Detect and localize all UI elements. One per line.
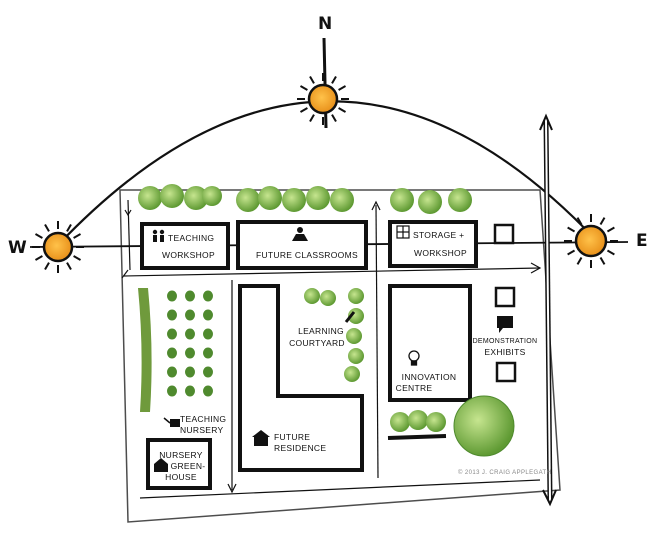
nursery-plant xyxy=(167,309,177,321)
sun-ray xyxy=(338,85,347,91)
teaching-nursery-label-2: NURSERY xyxy=(180,425,224,435)
innovation-centre-label-2: CENTRE xyxy=(395,383,433,393)
learning-courtyard-label-2: COURTYARD xyxy=(289,338,345,348)
planter-edge xyxy=(387,434,447,440)
nursery-plant xyxy=(167,290,177,302)
teacher-icon xyxy=(292,227,308,241)
nursery-plant xyxy=(185,290,195,302)
nursery-plant xyxy=(203,328,213,340)
copyright-notice: © 2013 J. CRAIG APPLEGATH xyxy=(458,470,552,476)
sun-ray xyxy=(606,249,615,256)
pencil-icon xyxy=(344,311,356,323)
sun-ray xyxy=(576,217,583,226)
lightbulb-icon xyxy=(408,350,420,366)
nursery-plant xyxy=(185,309,195,321)
north-tree-row xyxy=(138,184,472,214)
nursery-plant xyxy=(203,290,213,302)
demonstration-exhibit-1 xyxy=(494,286,516,308)
sun-ray xyxy=(599,217,606,226)
nursery-greenhouse-label-3: HOUSE xyxy=(165,472,197,482)
sun-ray xyxy=(44,262,50,271)
sun-ray xyxy=(34,233,43,239)
nursery-plant xyxy=(167,328,177,340)
nursery-plant xyxy=(203,309,213,321)
sun-ray xyxy=(599,256,606,265)
storage-label-1: STORAGE + xyxy=(413,230,465,240)
arrow-icon xyxy=(539,113,557,507)
storage-workshop-building xyxy=(388,220,478,268)
sun-ray xyxy=(309,75,315,84)
teaching-workshop-label-2: WORKSHOP xyxy=(162,250,215,260)
demonstration-exhibit-2 xyxy=(495,361,517,383)
sun-ray xyxy=(73,255,82,261)
circulation-paths xyxy=(121,199,542,499)
nursery-plant xyxy=(185,328,195,340)
nursery-greenhouse-label-2: GREEN- xyxy=(170,461,206,471)
innovation-centre-label-1: INNOVATION xyxy=(401,372,457,382)
house-icon xyxy=(154,458,168,472)
sun-ray xyxy=(606,226,615,233)
sun-icon xyxy=(297,73,349,125)
sun-ray xyxy=(73,233,82,239)
watering-can-icon xyxy=(163,417,180,427)
sun-ray xyxy=(44,223,50,232)
demonstration-label-2: EXHIBITS xyxy=(484,347,526,357)
nursery-plant-grid xyxy=(167,290,213,397)
future-residence-label-1: FUTURE xyxy=(274,432,311,442)
courtyard-shrubs xyxy=(304,288,364,382)
sun-ray xyxy=(34,255,43,261)
nursery-plant xyxy=(203,385,213,397)
teaching-nursery-label-1: TEACHING xyxy=(180,414,227,424)
sun-ray xyxy=(309,114,315,123)
shelves-icon xyxy=(396,225,410,239)
future-classrooms-building xyxy=(236,220,368,270)
nursery-plant xyxy=(167,385,177,397)
nursery-plant xyxy=(167,347,177,359)
teaching-workshop-label-1: TEACHING xyxy=(168,233,215,243)
future-classrooms-label: FUTURE CLASSROOMS xyxy=(256,250,358,260)
nursery-hedge xyxy=(138,288,152,412)
future-residence-label-2: RESIDENCE xyxy=(274,443,327,453)
small-structure xyxy=(493,223,515,245)
west-label: W xyxy=(8,238,27,258)
people-icon xyxy=(152,229,165,242)
sun-ray xyxy=(331,114,337,123)
east-label: E xyxy=(636,231,648,251)
sun-ray xyxy=(66,262,72,271)
south-east-trees xyxy=(390,395,515,457)
nursery-plant xyxy=(203,347,213,359)
sun-icon xyxy=(564,214,618,268)
sun-ray xyxy=(338,107,347,113)
nursery-plant xyxy=(203,366,213,378)
future-residence-building xyxy=(238,284,364,472)
sun-ray xyxy=(576,256,583,265)
sun-icon xyxy=(32,221,84,273)
north-axis xyxy=(322,37,328,129)
innovation-centre-building xyxy=(388,284,472,402)
residence-icon xyxy=(252,430,270,446)
speech-bubble-icon xyxy=(497,316,513,333)
sun-ray xyxy=(299,107,308,113)
nursery-plant xyxy=(185,366,195,378)
sun-ray xyxy=(66,223,72,232)
sun-ray xyxy=(299,85,308,91)
storage-label-2: WORKSHOP xyxy=(414,248,467,258)
learning-courtyard-label-1: LEARNING xyxy=(298,326,344,336)
north-label: N xyxy=(318,14,333,34)
sun-ray xyxy=(567,249,576,256)
demonstration-label-1: DEMONSTRATION xyxy=(472,338,538,345)
nursery-plant xyxy=(167,366,177,378)
sun-ray xyxy=(567,226,576,233)
sun-ray xyxy=(331,75,337,84)
nursery-plant xyxy=(185,385,195,397)
nursery-plant xyxy=(185,347,195,359)
nursery-greenhouse-label-1: NURSERY xyxy=(159,450,203,460)
